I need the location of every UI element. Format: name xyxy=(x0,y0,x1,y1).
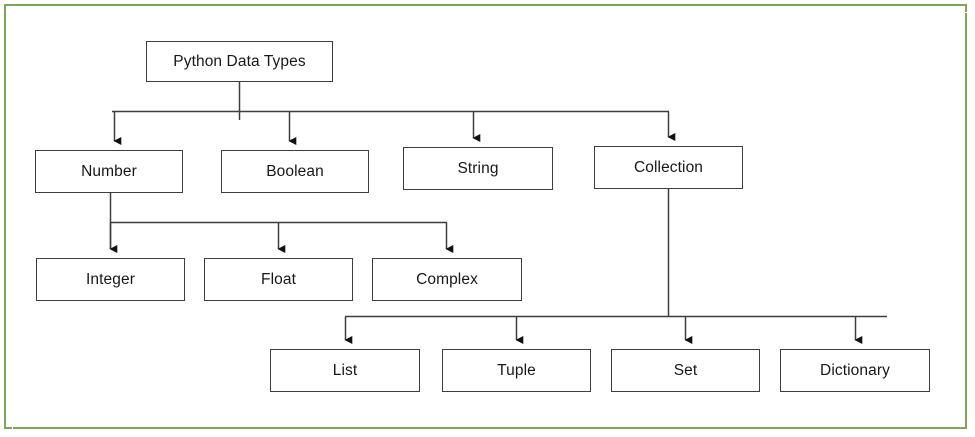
node-tuple[interactable]: Tuple xyxy=(442,349,591,392)
node-integer[interactable]: Integer xyxy=(36,258,185,301)
node-collection[interactable]: Collection xyxy=(594,146,743,189)
edge-group-collection xyxy=(344,189,887,345)
node-set[interactable]: Set xyxy=(611,349,760,392)
edge-group-number xyxy=(109,193,454,254)
node-dictionary[interactable]: Dictionary xyxy=(780,349,930,392)
node-label-complex: Complex xyxy=(416,270,478,288)
node-label-boolean: Boolean xyxy=(266,162,324,180)
node-label-list: List xyxy=(332,361,358,379)
node-float[interactable]: Float xyxy=(204,258,353,301)
node-string[interactable]: String xyxy=(403,147,553,190)
node-label-number: Number xyxy=(81,162,137,180)
node-complex[interactable]: Complex xyxy=(372,258,522,301)
node-label-float: Float xyxy=(261,270,296,288)
node-label-integer: Integer xyxy=(86,270,135,288)
node-label-string: String xyxy=(457,159,499,177)
node-label-python-data-types: Python Data Types xyxy=(173,52,306,70)
node-label-set: Set xyxy=(673,361,698,379)
node-python-data-types[interactable]: Python Data Types xyxy=(146,41,333,82)
edge-group-root xyxy=(112,82,676,146)
node-list[interactable]: List xyxy=(270,349,420,392)
node-boolean[interactable]: Boolean xyxy=(221,150,369,193)
node-label-tuple: Tuple xyxy=(497,361,536,379)
node-label-dictionary: Dictionary xyxy=(820,361,890,379)
node-label-collection: Collection xyxy=(633,158,704,176)
node-number[interactable]: Number xyxy=(35,150,183,193)
